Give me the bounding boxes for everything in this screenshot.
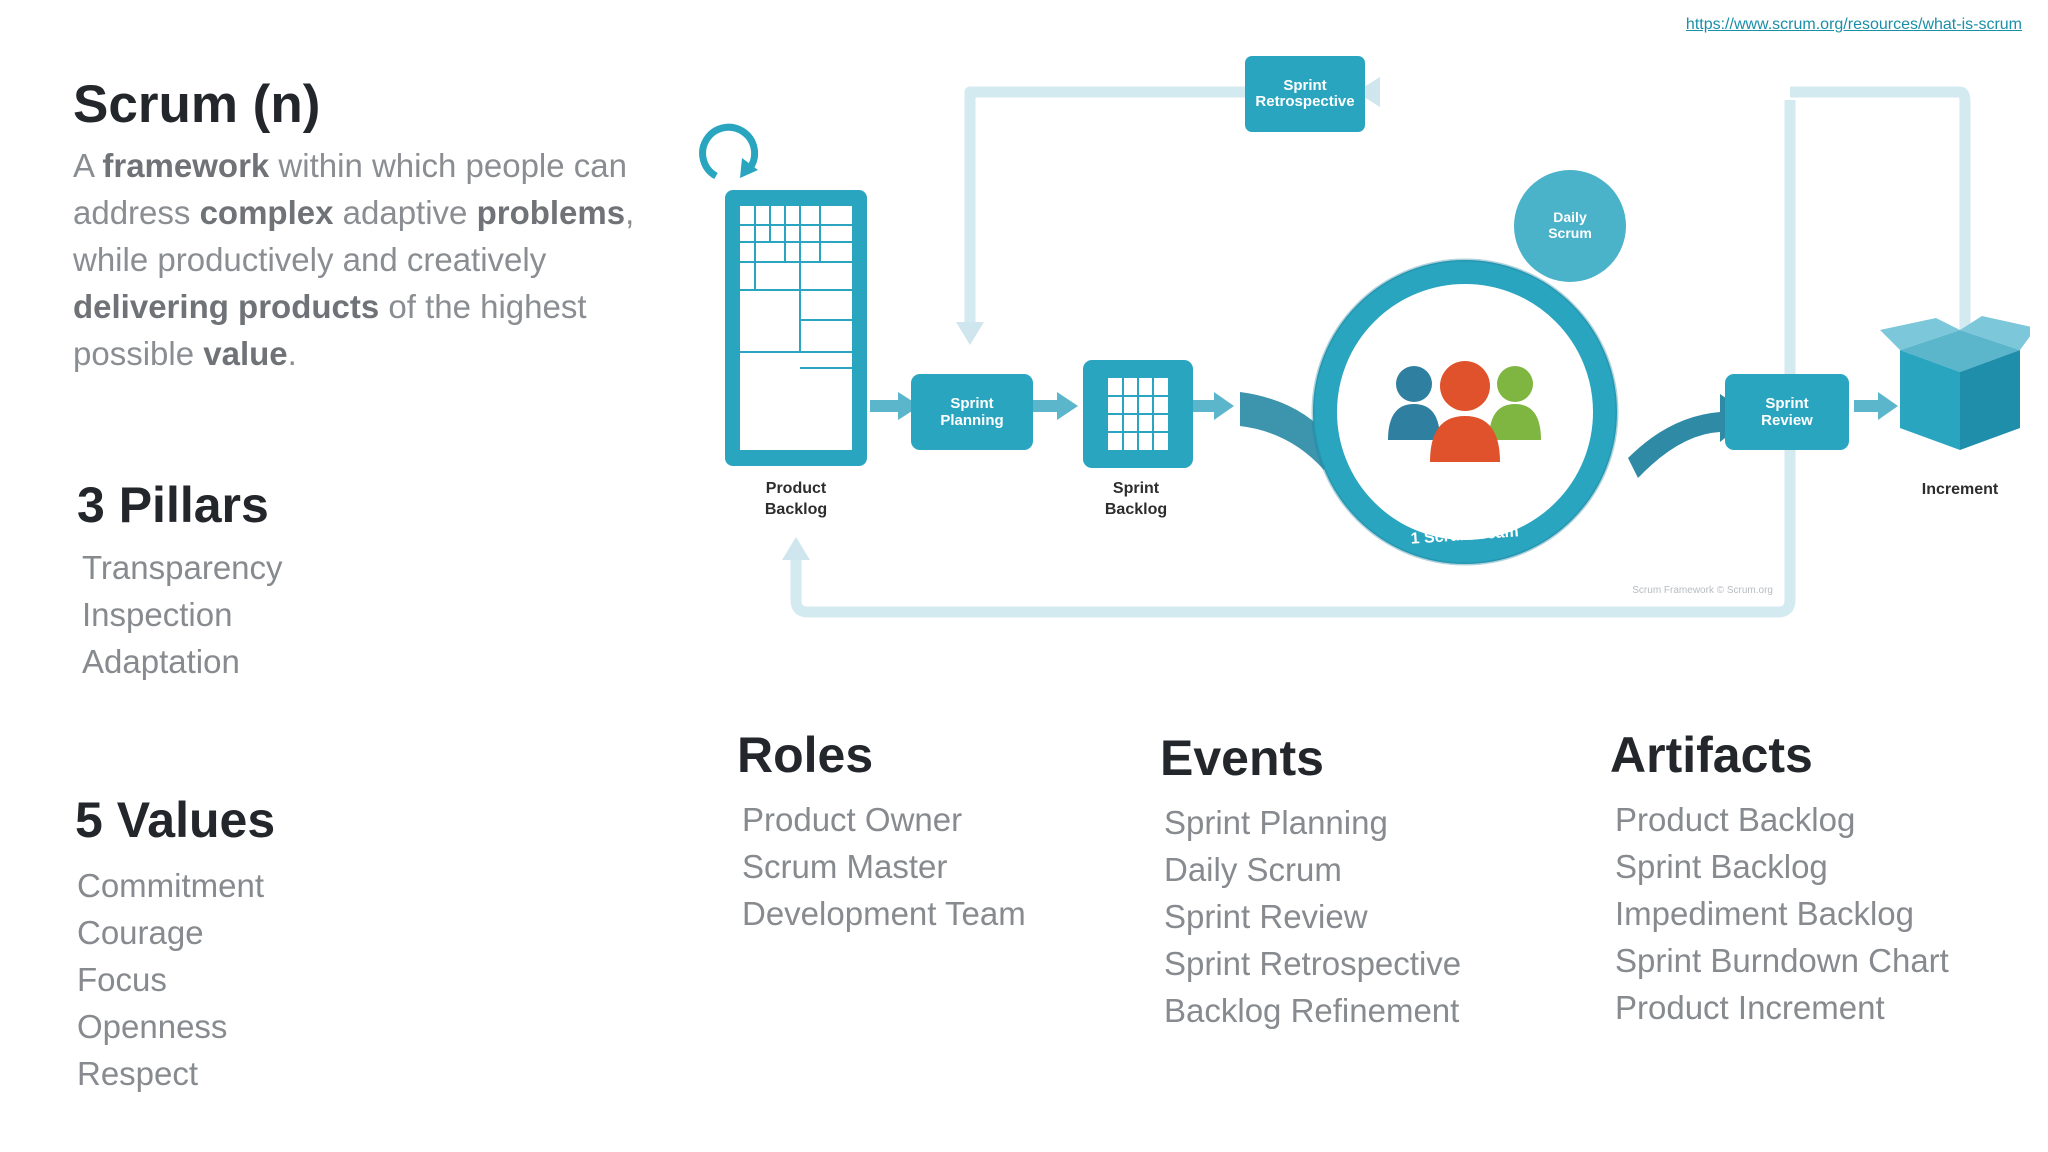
retrospective-label-2: Retrospective [1255, 93, 1354, 110]
list-item: Daily Scrum [1164, 851, 1342, 888]
list-item: Sprint Burndown Chart [1615, 942, 1949, 979]
daily-label-2: Scrum [1548, 225, 1592, 241]
product-backlog-board: Product Backlog [699, 123, 867, 518]
list-item: Product Backlog [1615, 801, 1856, 838]
list-item: Scrum Master [742, 848, 948, 885]
list-item: Impediment Backlog [1615, 895, 1914, 932]
product-backlog-label-2: Backlog [765, 501, 827, 518]
feedback-loop-lines [790, 86, 1971, 618]
loop-arrowhead-icon [1356, 77, 1380, 107]
scrum-team-circle: 1 Scrum Team [1311, 258, 1619, 566]
values-heading: 5 Values [75, 792, 276, 848]
list-item: Sprint Review [1164, 898, 1368, 935]
team-people-icon [1388, 361, 1541, 462]
flow-arrows [870, 392, 1898, 420]
loop-arrowhead-icon [956, 322, 984, 345]
increment-box-icon: Increment [1880, 316, 2030, 498]
values-list: Commitment Courage Focus Openness Respec… [77, 862, 264, 1097]
list-item: Focus [77, 961, 167, 998]
sprint-backlog-label-1: Sprint [1113, 480, 1160, 497]
artifacts-heading: Artifacts [1610, 727, 1813, 783]
loop-arrowhead-icon [782, 537, 810, 560]
daily-label-1: Daily [1553, 209, 1587, 225]
events-list: Sprint Planning Daily Scrum Sprint Revie… [1164, 799, 1461, 1034]
roles-heading: Roles [737, 727, 874, 783]
list-item: Inspection [82, 596, 233, 633]
list-item: Respect [77, 1055, 199, 1092]
list-item: Product Owner [742, 801, 963, 838]
pillars-heading: 3 Pillars [77, 477, 269, 533]
source-link[interactable]: https://www.scrum.org/resources/what-is-… [1685, 16, 2022, 33]
sprint-sweep-out [1628, 394, 1752, 478]
list-item: Courage [77, 914, 204, 951]
list-item: Adaptation [82, 643, 240, 680]
planning-label-1: Sprint [950, 395, 993, 412]
list-item: Backlog Refinement [1164, 992, 1460, 1029]
diagram-credit: Scrum Framework © Scrum.org [1632, 585, 1773, 596]
scrum-framework-diagram: Sprint Retrospective Product Backlog [699, 56, 2030, 618]
retrospective-label-1: Sprint [1283, 77, 1326, 94]
sprint-backlog-label-2: Backlog [1105, 501, 1167, 518]
list-item: Transparency [82, 549, 283, 586]
artifacts-list: Product Backlog Sprint Backlog Impedimen… [1615, 796, 1949, 1031]
scrum-definition: A framework within which people can addr… [73, 147, 635, 372]
roles-list: Product Owner Scrum Master Development T… [742, 796, 1026, 937]
pillars-list: Transparency Inspection Adaptation [82, 544, 283, 685]
sprint-review-box: Sprint Review [1725, 374, 1849, 450]
list-item: Sprint Planning [1164, 804, 1388, 841]
list-item: Sprint Backlog [1615, 848, 1828, 885]
sprint-planning-box: Sprint Planning [911, 374, 1033, 450]
planning-label-2: Planning [940, 412, 1003, 429]
daily-scrum-bubble: Daily Scrum [1514, 170, 1626, 282]
list-item: Sprint Retrospective [1164, 945, 1462, 982]
list-item: Commitment [77, 867, 265, 904]
review-label-1: Sprint [1765, 395, 1808, 412]
increment-label: Increment [1922, 481, 1999, 498]
product-backlog-label-1: Product [766, 480, 827, 497]
sprint-sweep-in [1240, 392, 1332, 470]
list-item: Development Team [742, 895, 1026, 932]
sprint-retrospective-box: Sprint Retrospective [1245, 56, 1365, 132]
events-heading: Events [1160, 730, 1324, 786]
page-title: Scrum (n) [73, 75, 321, 134]
sprint-backlog-box: Sprint Backlog [1083, 360, 1193, 518]
list-item: Product Increment [1615, 989, 1885, 1026]
cycle-arrow-icon [699, 123, 759, 180]
review-label-2: Review [1761, 412, 1813, 429]
list-item: Openness [77, 1008, 228, 1045]
